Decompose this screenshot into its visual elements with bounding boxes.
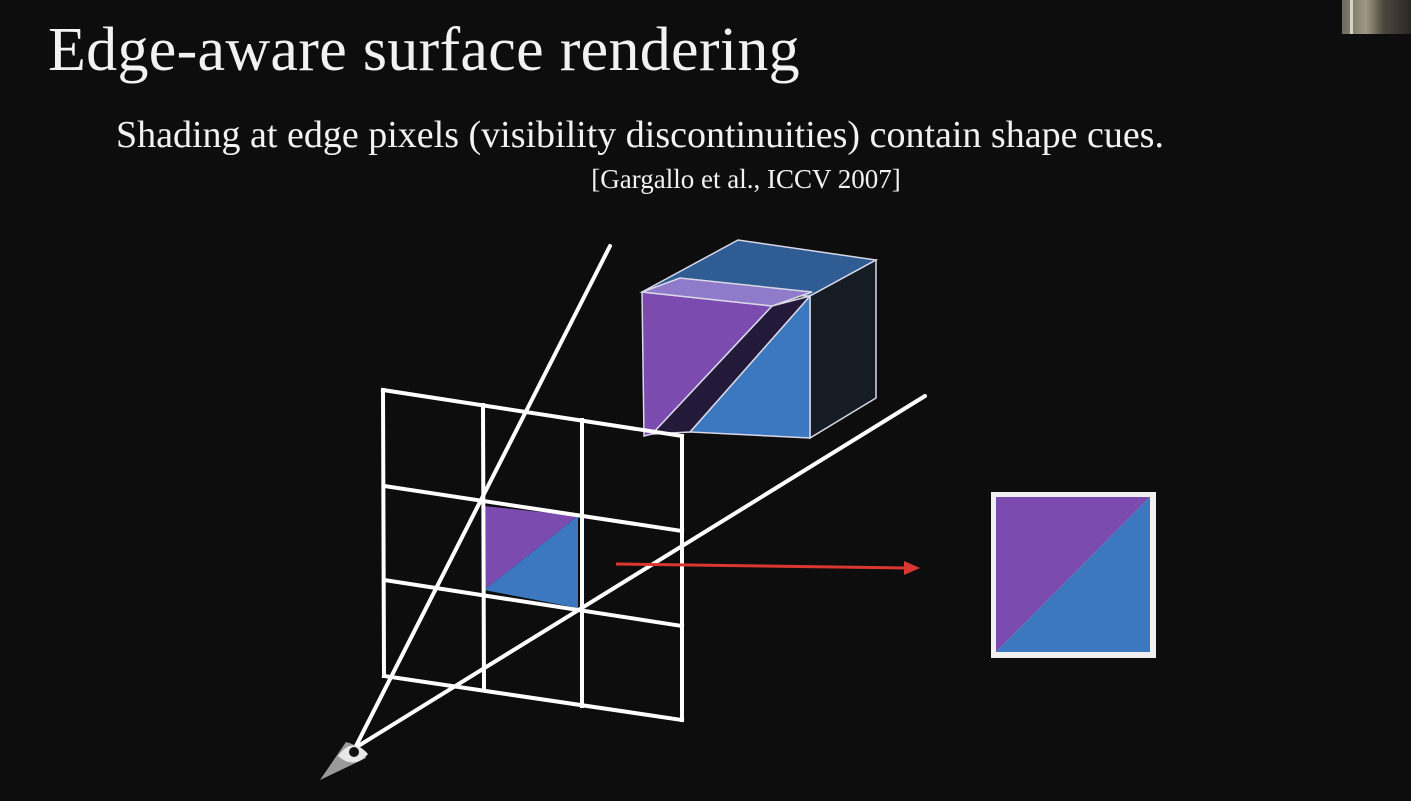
eye-camera-icon bbox=[320, 742, 368, 780]
grid-line-bottom bbox=[381, 673, 685, 723]
highlighted-pixel bbox=[484, 506, 578, 608]
magnified-blue-half bbox=[996, 497, 1150, 652]
grid-line-v1 bbox=[480, 402, 487, 693]
pixel-blue-half bbox=[484, 516, 578, 608]
citation: [Gargallo et al., ICCV 2007] bbox=[591, 164, 901, 194]
ray-upper bbox=[353, 244, 612, 750]
cube bbox=[639, 239, 879, 440]
ray-lower bbox=[353, 394, 927, 750]
grid-line-h2 bbox=[381, 577, 685, 629]
viewing-rays bbox=[353, 244, 927, 750]
webcam-frame-edge bbox=[1350, 0, 1353, 34]
slide-subtitle: Shading at edge pixels (visibility disco… bbox=[116, 114, 1164, 156]
slide-title: Edge-aware surface rendering bbox=[48, 16, 800, 84]
magnify-arrow bbox=[615, 561, 920, 575]
magnified-pixel bbox=[991, 492, 1156, 658]
grid-line-left bbox=[380, 387, 387, 679]
grid-line-h1 bbox=[381, 483, 685, 534]
presenter-webcam-thumbnail bbox=[1342, 0, 1411, 34]
grid-line-top bbox=[380, 387, 685, 439]
image-plane-grid bbox=[380, 387, 685, 723]
pixel-purple-half bbox=[484, 506, 578, 590]
cube-purple-top-strip bbox=[641, 277, 813, 307]
